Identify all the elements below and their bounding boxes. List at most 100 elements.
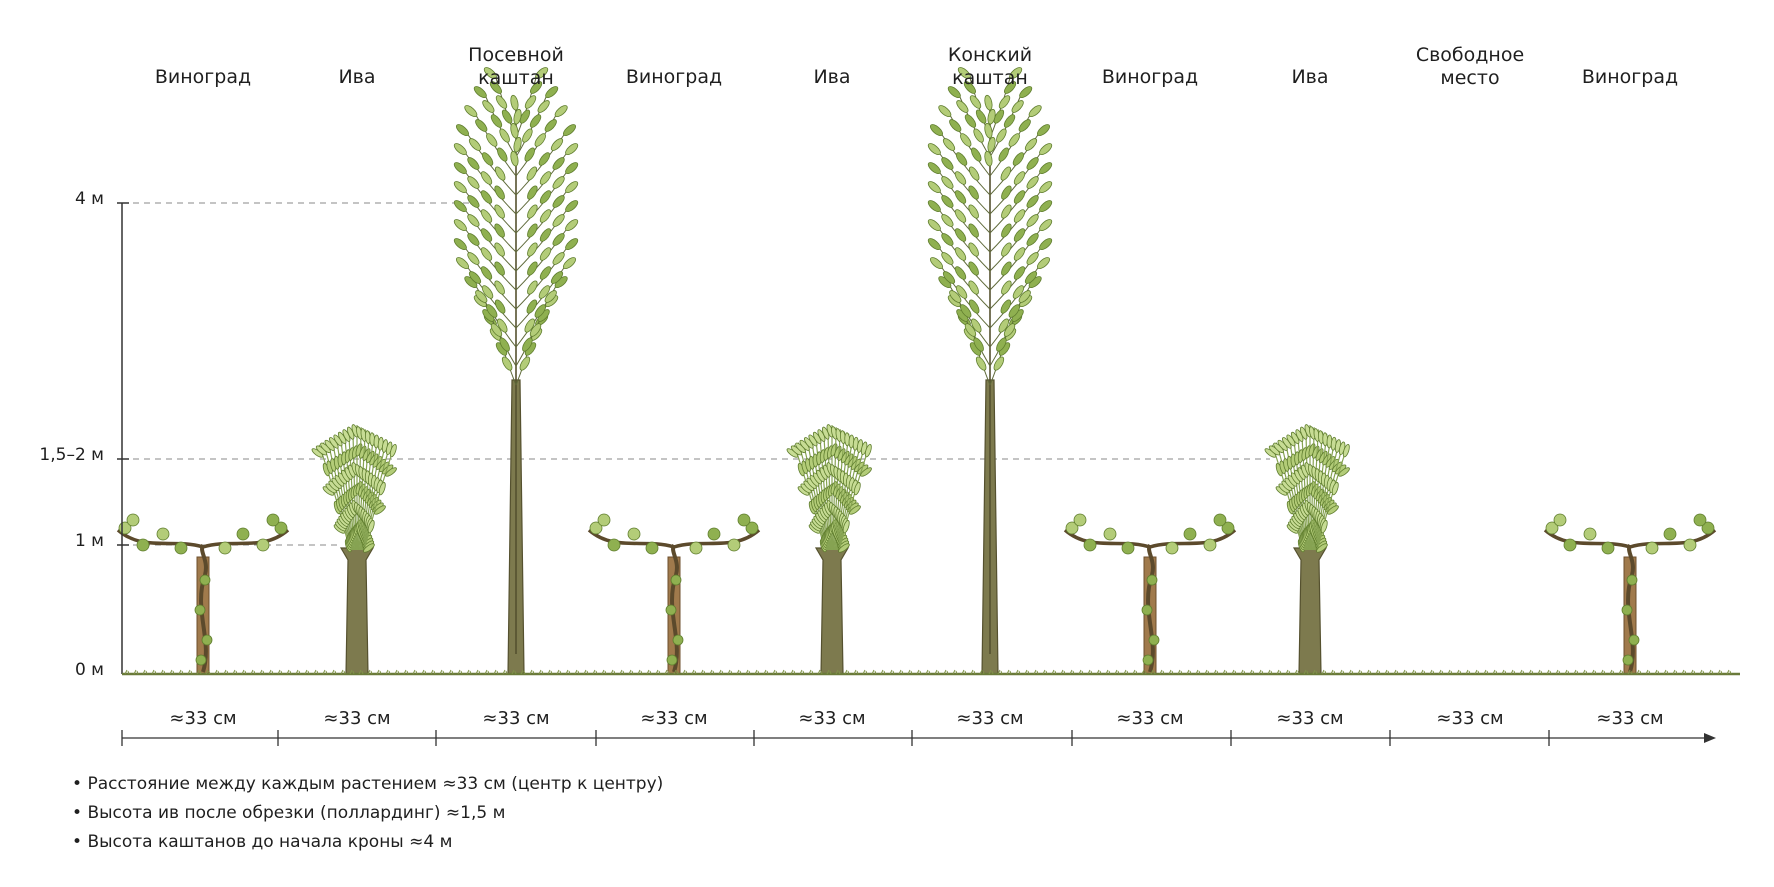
grass-tuft <box>889 669 895 675</box>
grass-tuft <box>1249 669 1255 675</box>
vine-leaf <box>1645 541 1659 555</box>
leaf <box>550 138 564 151</box>
vine-leaf <box>194 604 206 616</box>
grass-tuft <box>853 669 859 675</box>
leaf <box>1001 223 1012 238</box>
grass-tuft <box>898 669 904 675</box>
leaf <box>530 81 543 94</box>
leaf <box>467 233 480 246</box>
grass-tuft <box>709 669 715 675</box>
grass-tuft <box>1519 669 1525 675</box>
grass-tuft <box>241 669 247 675</box>
vine-plant <box>116 513 290 675</box>
grass-tuft <box>511 669 517 675</box>
plant-title: Виноград <box>1581 66 1679 88</box>
leaf <box>453 238 467 251</box>
vine-plant <box>1543 513 1717 675</box>
leaf <box>537 100 550 113</box>
grass-tuft <box>1465 669 1471 675</box>
leaf <box>482 100 495 113</box>
leaf <box>539 228 552 242</box>
vine-leaf <box>1701 521 1715 535</box>
vine-leaf <box>236 527 250 541</box>
vine-leaf <box>218 541 232 555</box>
vine-leaf <box>1183 527 1197 541</box>
leaf <box>973 128 984 143</box>
leaf <box>1028 105 1042 118</box>
grass-tuft <box>1654 669 1660 675</box>
leaf <box>527 204 538 219</box>
leaf <box>499 128 510 143</box>
leaf <box>1026 233 1039 246</box>
leaf <box>467 214 480 227</box>
leaf <box>367 519 375 534</box>
leaf <box>534 133 546 147</box>
grass-tuft <box>1609 669 1615 675</box>
vine-leaf <box>1545 521 1559 535</box>
leaf <box>510 122 519 139</box>
leaf <box>1011 100 1024 113</box>
vine-leaf <box>589 521 603 535</box>
leaf <box>544 119 557 132</box>
grass-tuft <box>1501 669 1507 675</box>
leaf <box>1000 299 1012 314</box>
leaf <box>968 185 979 200</box>
leaf <box>374 505 386 515</box>
grass-tuft <box>295 669 301 675</box>
leaf <box>1039 181 1053 194</box>
grass-tuft <box>961 669 967 675</box>
leaf <box>1316 543 1328 553</box>
grass-tuft <box>673 669 679 675</box>
plant-title: Виноград <box>625 66 723 88</box>
leaf <box>955 285 968 299</box>
grass-tuft <box>1339 669 1345 675</box>
vine-leaf <box>645 541 659 555</box>
grass-tuft <box>493 669 499 675</box>
grass-tuft <box>160 669 166 675</box>
leaf <box>494 242 505 257</box>
grass-tuft <box>1285 669 1291 675</box>
leaf <box>550 271 564 284</box>
grass-tuft <box>1258 669 1264 675</box>
height-label: 4 м <box>74 189 104 209</box>
leaf <box>993 109 1005 124</box>
leaf <box>1024 271 1038 284</box>
leaf <box>565 181 579 194</box>
vine-leaf <box>1553 513 1567 527</box>
grass-tuft <box>313 669 319 675</box>
willow-plant <box>1264 424 1350 675</box>
grass-tuft <box>1429 669 1435 675</box>
vine-leaf <box>1103 527 1117 541</box>
vine-leaf <box>1622 654 1634 666</box>
leaf <box>1013 209 1026 223</box>
leaf <box>998 95 1011 109</box>
grass-tuft <box>1438 669 1444 675</box>
grass-tuft <box>592 669 598 675</box>
plant-title: Ива <box>1291 66 1329 88</box>
leaf <box>513 108 522 125</box>
grass-tuft <box>214 669 220 675</box>
leaf <box>524 95 537 109</box>
vine-leaf <box>607 538 621 552</box>
leaf <box>539 266 552 280</box>
vine-arm-right <box>673 528 761 549</box>
leaf <box>957 67 971 80</box>
grass-tuft <box>466 669 472 675</box>
grass-tuft <box>1069 669 1075 675</box>
grass-tuft <box>682 669 688 675</box>
leaf <box>954 266 967 280</box>
leaf <box>565 238 579 251</box>
leaf <box>1026 157 1039 170</box>
grass-tuft <box>1582 669 1588 675</box>
plant-title: Виноград <box>1101 66 1199 88</box>
grass-tuft <box>1051 669 1057 675</box>
leaf <box>483 67 497 80</box>
leaf <box>853 481 861 496</box>
leaf <box>538 285 551 299</box>
grass-tuft <box>1123 669 1129 675</box>
grass-tuft <box>646 669 652 675</box>
vine-leaf <box>1621 604 1633 616</box>
spacing-label: ≈33 см <box>1276 708 1344 729</box>
grass-tuft <box>1321 669 1327 675</box>
grass-tuft <box>916 669 922 675</box>
